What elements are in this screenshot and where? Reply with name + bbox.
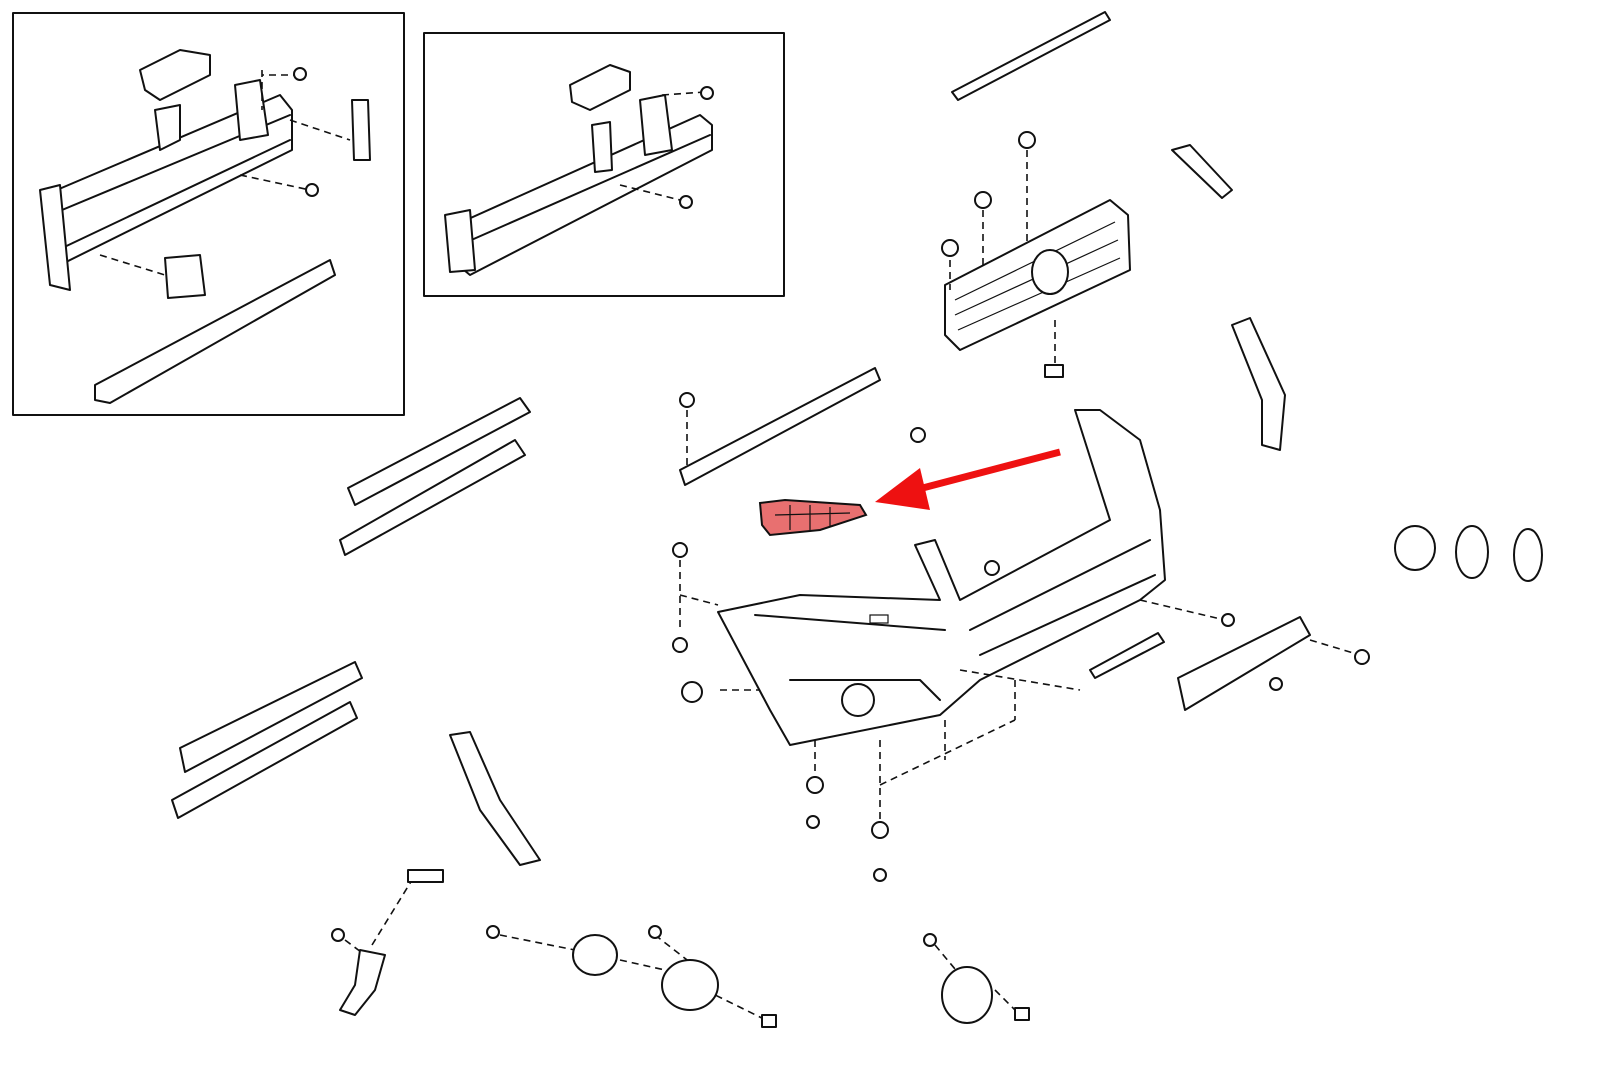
radiator-grille [941, 131, 1131, 378]
bolt-icon [648, 925, 662, 939]
bolt-icon [672, 637, 688, 653]
clip-icon [910, 427, 926, 443]
bolt-icon [873, 868, 887, 882]
bolt-icon [700, 86, 714, 100]
bolt-icon [679, 195, 693, 209]
fog-lamp-cover [941, 966, 993, 1024]
clip-icon [871, 821, 889, 839]
fog-lamp-housing [572, 934, 618, 976]
bolt-icon [679, 392, 695, 408]
front-bumper-cover [717, 409, 1166, 746]
bolt-icon [486, 925, 500, 939]
fog-lamp-housing [1394, 525, 1436, 571]
fog-lamp-bezel [661, 959, 719, 1011]
clip-icon [681, 681, 703, 703]
bolt-icon [806, 815, 820, 829]
side-extension-right [1231, 317, 1286, 451]
bolt-icon [305, 183, 319, 197]
clip-icon [672, 542, 688, 558]
bolt-icon [984, 560, 1000, 576]
clip-icon [806, 776, 824, 794]
lower-grille-left [171, 397, 531, 819]
bolt-icon [293, 67, 307, 81]
inset-reinforcement-assembly-2 [423, 32, 785, 297]
inset-reinforcement-assembly-1 [12, 12, 405, 416]
lower-moulding [1089, 632, 1165, 679]
clip-icon [1018, 131, 1036, 149]
highlighted-bumper-retainer[interactable] [758, 498, 868, 537]
bracket-lower-left [339, 949, 386, 1016]
fog-lamp-bracket [1455, 525, 1489, 579]
clip-icon [974, 191, 992, 209]
license-plate-bracket [1177, 616, 1311, 711]
clip-icon [1221, 613, 1235, 627]
bolt-icon [331, 928, 345, 942]
bumper-reinforcement-upper [679, 367, 881, 486]
clip-icon [941, 239, 959, 257]
red-pointer-arrow-icon [875, 448, 1061, 510]
bolt-icon [1354, 649, 1370, 665]
fog-lamp-cover [1513, 528, 1543, 582]
bracket-upper-right [1171, 144, 1233, 199]
side-extension-left [449, 731, 541, 866]
clip-icon [1269, 677, 1283, 691]
bolt-icon [923, 933, 937, 947]
hood-moulding [951, 11, 1111, 101]
